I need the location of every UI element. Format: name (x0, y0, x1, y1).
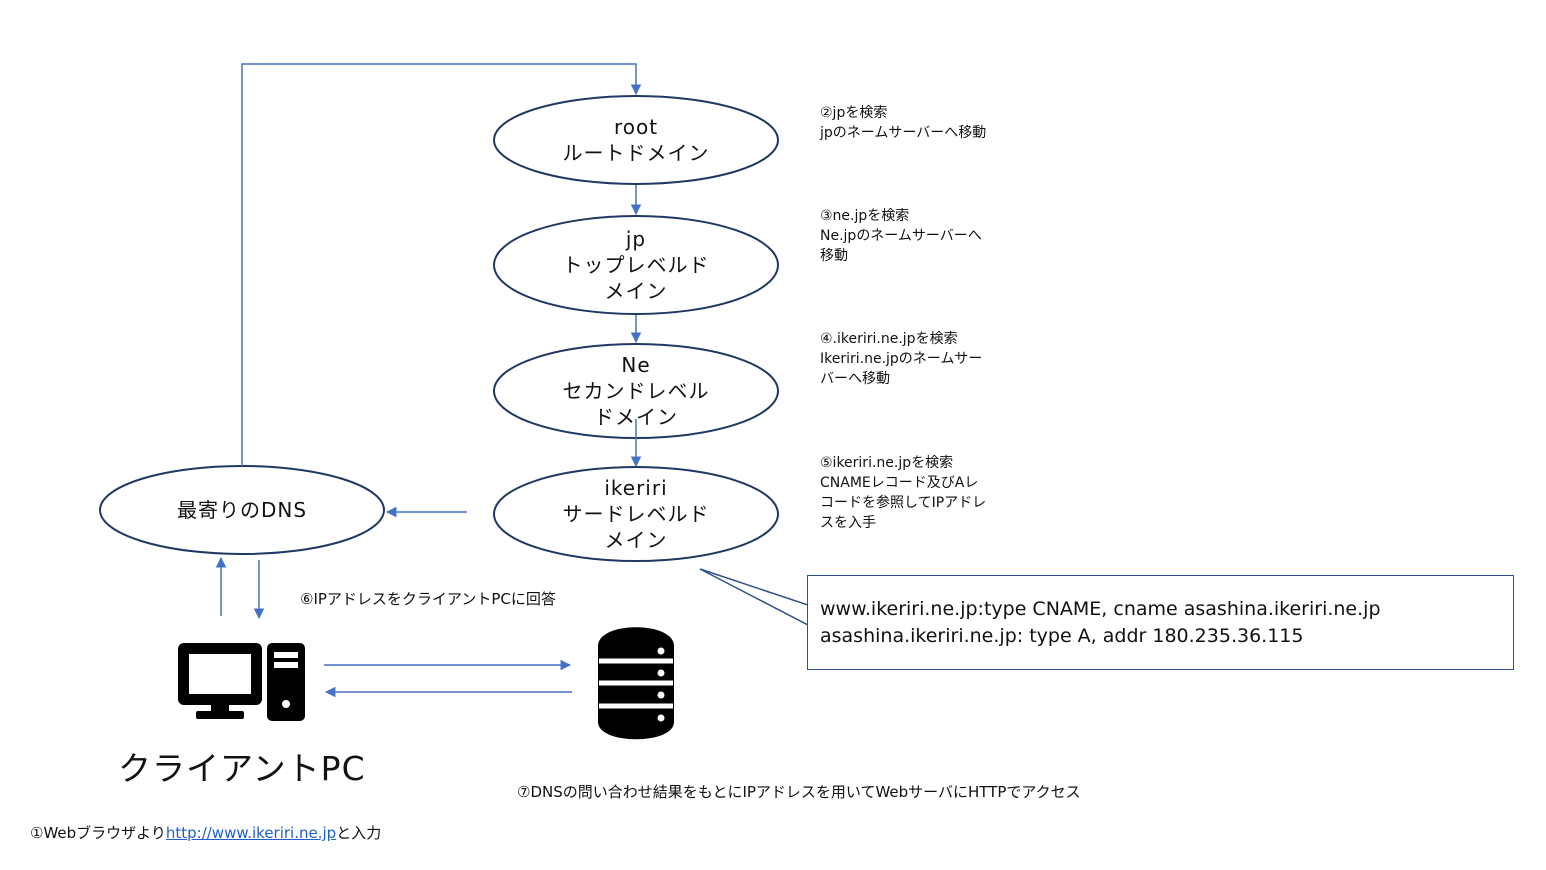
ne-node-subtitle-2: ドメイン (594, 405, 678, 429)
step5-note: ⑤ikeriri.ne.jpを検索 CNAMEレコード及びAレ コードを参照して… (820, 455, 987, 531)
dns-record-callout: www.ikeriri.ne.jp:type CNAME, cname asas… (807, 575, 1514, 670)
step4-note: ④.ikeriri.ne.jpを検索 Ikeriri.ne.jpのネームサー バ… (820, 331, 983, 387)
step7-note: ⑦DNSの問い合わせ結果をもとにIPアドレスを用いてWebサーバにHTTPでアク… (517, 783, 1081, 801)
root-node-title: root (613, 115, 659, 139)
jp-node-subtitle-2: メイン (604, 279, 668, 303)
dns-to-root-arrow (241, 63, 642, 466)
dns-node: 最寄りのDNS (100, 466, 384, 554)
dns-node-label: 最寄りのDNS (176, 498, 308, 522)
callout-cname-line: www.ikeriri.ne.jp:type CNAME, cname asas… (820, 598, 1381, 620)
ikeriri-node-subtitle-1: サードレベルド (562, 502, 710, 526)
root-ellipse (493, 95, 779, 185)
callout-a-record-line: asashina.ikeriri.ne.jp: type A, addr 180… (820, 625, 1304, 647)
step1-url-link[interactable]: http://www.ikeriri.ne.jp (165, 824, 337, 842)
root-node-subtitle: ルートドメイン (562, 141, 710, 165)
jp-ellipse (493, 215, 779, 315)
ne-node-title: Ne (621, 353, 651, 377)
ne-node: Ne セカンドレベル ドメイン (494, 344, 778, 438)
step3-note: ③ne.jpを検索 Ne.jpのネームサーバーへ 移動 (820, 208, 982, 264)
jp-node-title: jp (625, 227, 647, 251)
jp-node-subtitle-1: トップレベルド (562, 253, 710, 277)
ne-node-subtitle-1: セカンドレベル (562, 379, 710, 403)
ikeriri-node-title: ikeriri (604, 476, 668, 500)
step1-prefix: ①Webブラウザより (30, 824, 166, 842)
step6-note: ⑥IPアドレスをクライアントPCに回答 (300, 590, 556, 608)
callout-pointer (699, 568, 809, 627)
step2-note: ②jpを検索 jpのネームサーバーへ移動 (820, 105, 987, 141)
desktop-pc-icon (178, 643, 305, 721)
ikeriri-node-subtitle-2: メイン (604, 528, 668, 552)
step1-suffix: と入力 (336, 824, 382, 842)
client-pc-label: クライアントPC (118, 749, 366, 788)
database-server-icon (598, 627, 674, 740)
step1-note: ①Webブラウザよりhttp://www.ikeriri.ne.jpと入力 (30, 822, 381, 843)
ikeriri-node: ikeriri サードレベルド メイン (494, 467, 778, 561)
jp-node: jp トップレベルド メイン (494, 216, 778, 314)
root-node: root ルートドメイン (494, 96, 778, 184)
